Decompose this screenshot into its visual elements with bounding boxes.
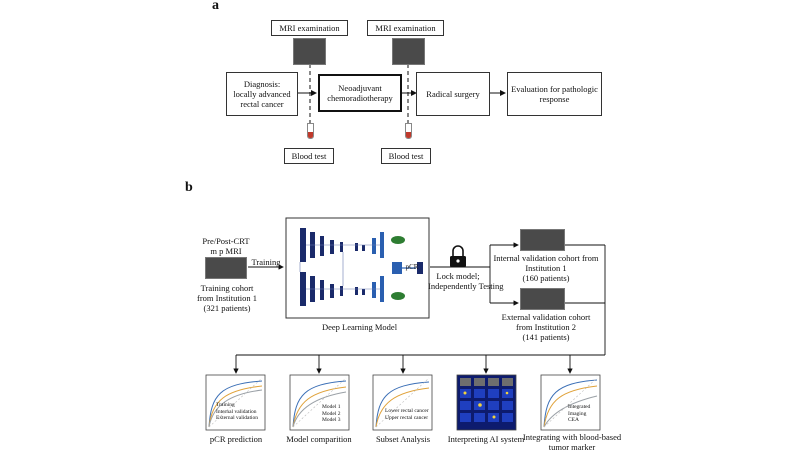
mri-scan-image-1 — [293, 38, 326, 65]
input-mri-title: Pre/Post-CRT m p MRI — [202, 236, 250, 256]
pcr-prediction-caption: pCR prediction — [209, 434, 263, 444]
deep-learning-model-diagram — [285, 217, 430, 319]
internal-cohort-label: Internal validation cohort from Institut… — [493, 253, 599, 283]
panel-b-label: b — [185, 180, 193, 195]
model-output-label: pCR — [405, 263, 419, 271]
blood-test-label-2: Blood test — [381, 148, 431, 164]
output-chart-5 — [540, 374, 601, 431]
interpreting-ai-caption: Interpreting AI system — [447, 434, 525, 444]
external-validation-mri — [520, 288, 565, 310]
training-cohort-label: Training cohort from Institution 1 (321 … — [197, 283, 257, 313]
subset-analysis-caption: Subset Analysis — [375, 434, 431, 444]
evaluation-box: Evaluation for pathologic response — [507, 72, 602, 116]
panel-a-connectors — [297, 64, 506, 137]
chart-1-legend: Training Internal validation External va… — [216, 402, 258, 421]
blood-test-label-1: Blood test — [284, 148, 334, 164]
lock-model-text: Lock model; Independently Testing — [428, 271, 504, 291]
output-chart-2 — [289, 374, 350, 431]
chart-2-legend: Model 1 Model 2 Model 3 — [322, 404, 341, 423]
output-chart-3 — [372, 374, 433, 431]
internal-validation-mri — [520, 229, 565, 251]
lock-icon — [450, 245, 466, 267]
output-heatmap-grid — [456, 374, 517, 431]
diagnosis-box: Diagnosis: locally advanced rectal cance… — [226, 72, 298, 116]
deep-learning-model-caption: Deep Learning Model — [322, 322, 398, 332]
mri-examination-label-2: MRI examination — [367, 20, 444, 36]
blood-tube-icon-1 — [307, 123, 314, 139]
blood-tube-icon-2 — [405, 123, 412, 139]
mri-scan-image-2 — [392, 38, 425, 65]
output-chart-1 — [205, 374, 266, 431]
training-arrow-label: Training — [251, 257, 281, 267]
chart-5-legend: Integrated Imaging CEA — [568, 404, 591, 423]
chart-3-legend: Lower rectal cancer Upper rectal cancer — [385, 408, 429, 421]
blood-marker-caption: Integrating with blood-based tumor marke… — [522, 432, 622, 452]
neoadjuvant-box: Neoadjuvant chemoradiotherapy — [318, 74, 402, 112]
model-comparison-caption: Model comparition — [286, 434, 352, 444]
training-mri-image — [205, 257, 247, 279]
external-cohort-label: External validation cohort from Institut… — [501, 312, 591, 342]
panel-a-label: a — [212, 0, 219, 13]
radical-surgery-box: Radical surgery — [416, 72, 490, 116]
mri-examination-label-1: MRI examination — [271, 20, 348, 36]
